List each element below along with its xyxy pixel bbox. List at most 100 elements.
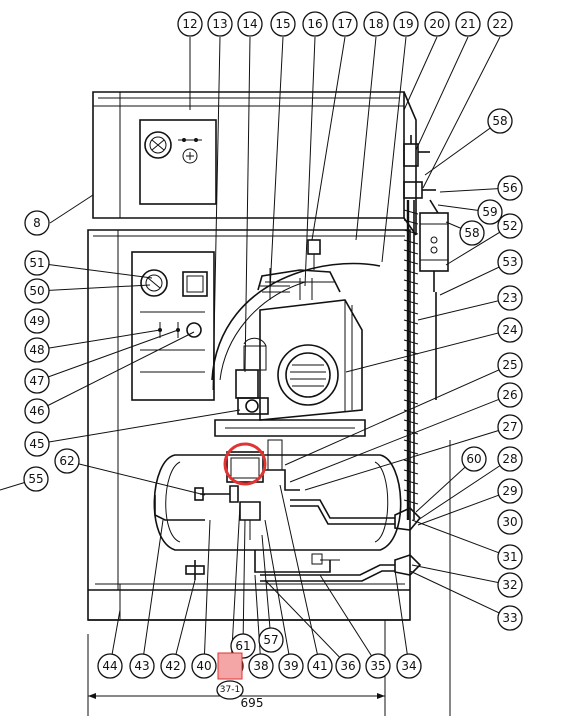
callout-number: 56 (502, 181, 517, 195)
callout-number: 60 (466, 452, 481, 466)
callout-circle (335, 653, 361, 679)
callout-number: 50 (29, 284, 44, 298)
callout-number: 59 (482, 205, 497, 219)
callout-circle (497, 605, 523, 631)
callout-circle (363, 11, 389, 37)
callout-number: 31 (502, 550, 517, 564)
callout-number: 17 (337, 17, 352, 31)
callout-circle (258, 627, 284, 653)
callout-number: 19 (398, 17, 413, 31)
callout-circle (24, 250, 50, 276)
callout-number: 35 (370, 659, 385, 673)
callout-circle (270, 11, 296, 37)
callout-number: 32 (502, 578, 517, 592)
callout-number: 25 (502, 358, 517, 372)
callout-number: 26 (502, 388, 517, 402)
callout-number: 30 (502, 515, 517, 529)
callout-circle (54, 448, 80, 474)
callout-number: 43 (134, 659, 149, 673)
callout-circle (191, 653, 217, 679)
callout-number: 21 (460, 17, 475, 31)
callout-circle (24, 210, 50, 236)
callout-number: 13 (212, 17, 227, 31)
callout-circle (248, 653, 274, 679)
callout-number: 55 (28, 472, 43, 486)
callout-circle (477, 199, 503, 225)
callout-number: 24 (502, 323, 517, 337)
motor-compressor-unit (211, 239, 381, 437)
callout-number: 46 (29, 404, 44, 418)
callout-circle (332, 11, 358, 37)
callout-circle (302, 11, 328, 37)
callout-number: 28 (502, 452, 517, 466)
callout-circle (365, 653, 391, 679)
callout-number: 23 (502, 291, 517, 305)
base-feet (87, 440, 451, 716)
callout-number: 34 (401, 659, 416, 673)
control-panel (131, 251, 215, 401)
callout-circle (459, 220, 485, 246)
callout-number: 12 (182, 17, 197, 31)
callout-circle (424, 11, 450, 37)
callout-number: 58 (492, 114, 507, 128)
callout-number: 49 (29, 314, 44, 328)
callout-number: 20 (429, 17, 444, 31)
callout-circle (497, 249, 523, 275)
callout-circle (497, 352, 523, 378)
callout-circle (230, 633, 256, 659)
callout-circle (497, 572, 523, 598)
piping (154, 135, 449, 582)
callout-circle (455, 11, 481, 37)
callout-number: 22 (492, 17, 507, 31)
callout-circle (487, 108, 513, 134)
callout-circle (24, 278, 50, 304)
callout-number: 42 (165, 659, 180, 673)
callout-circle (207, 11, 233, 37)
callout-circle (487, 11, 513, 37)
callout-number: 16 (307, 17, 322, 31)
callout-circle (497, 285, 523, 311)
callout-circle (97, 653, 123, 679)
sub-label: 37-1 (220, 685, 240, 695)
callout-circle (24, 431, 50, 457)
callout-number: 27 (502, 420, 517, 434)
callout-circle (497, 382, 523, 408)
callout-number: 47 (29, 374, 44, 388)
callout-number: 8 (33, 216, 41, 230)
callout-circle (278, 653, 304, 679)
callout-circle (497, 175, 523, 201)
callout-number: 36 (340, 659, 355, 673)
sub-label-group: 37-1 (216, 652, 244, 700)
callout-circle (497, 478, 523, 504)
callout-number: 18 (368, 17, 383, 31)
callout-number: 44 (102, 659, 117, 673)
callout-circle (396, 653, 422, 679)
callout-number: 45 (29, 437, 44, 451)
callout-number: 52 (502, 219, 517, 233)
callout-number: 15 (275, 17, 290, 31)
callout-number: 14 (242, 17, 257, 31)
callout-circle (497, 414, 523, 440)
callout-number: 33 (502, 611, 517, 625)
callout-circle (24, 337, 50, 363)
callout-circle (307, 653, 333, 679)
callout-number: 48 (29, 343, 44, 357)
callout-circle (23, 466, 49, 492)
callout-number: 29 (502, 484, 517, 498)
callout-circle (129, 653, 155, 679)
leader-lines (0, 36, 511, 667)
callout-number: 57 (263, 633, 278, 647)
callout-circle (393, 11, 419, 37)
callout-number: 51 (29, 256, 44, 270)
callout-circle (497, 544, 523, 570)
callout-circle (497, 213, 523, 239)
callout-circle (237, 11, 263, 37)
callout-circle (461, 446, 487, 472)
callout-number: 58 (464, 226, 479, 240)
callout-circle (497, 509, 523, 535)
callout-circle (24, 368, 50, 394)
cabinet-outline (87, 91, 417, 621)
callout-number: 62 (59, 454, 74, 468)
